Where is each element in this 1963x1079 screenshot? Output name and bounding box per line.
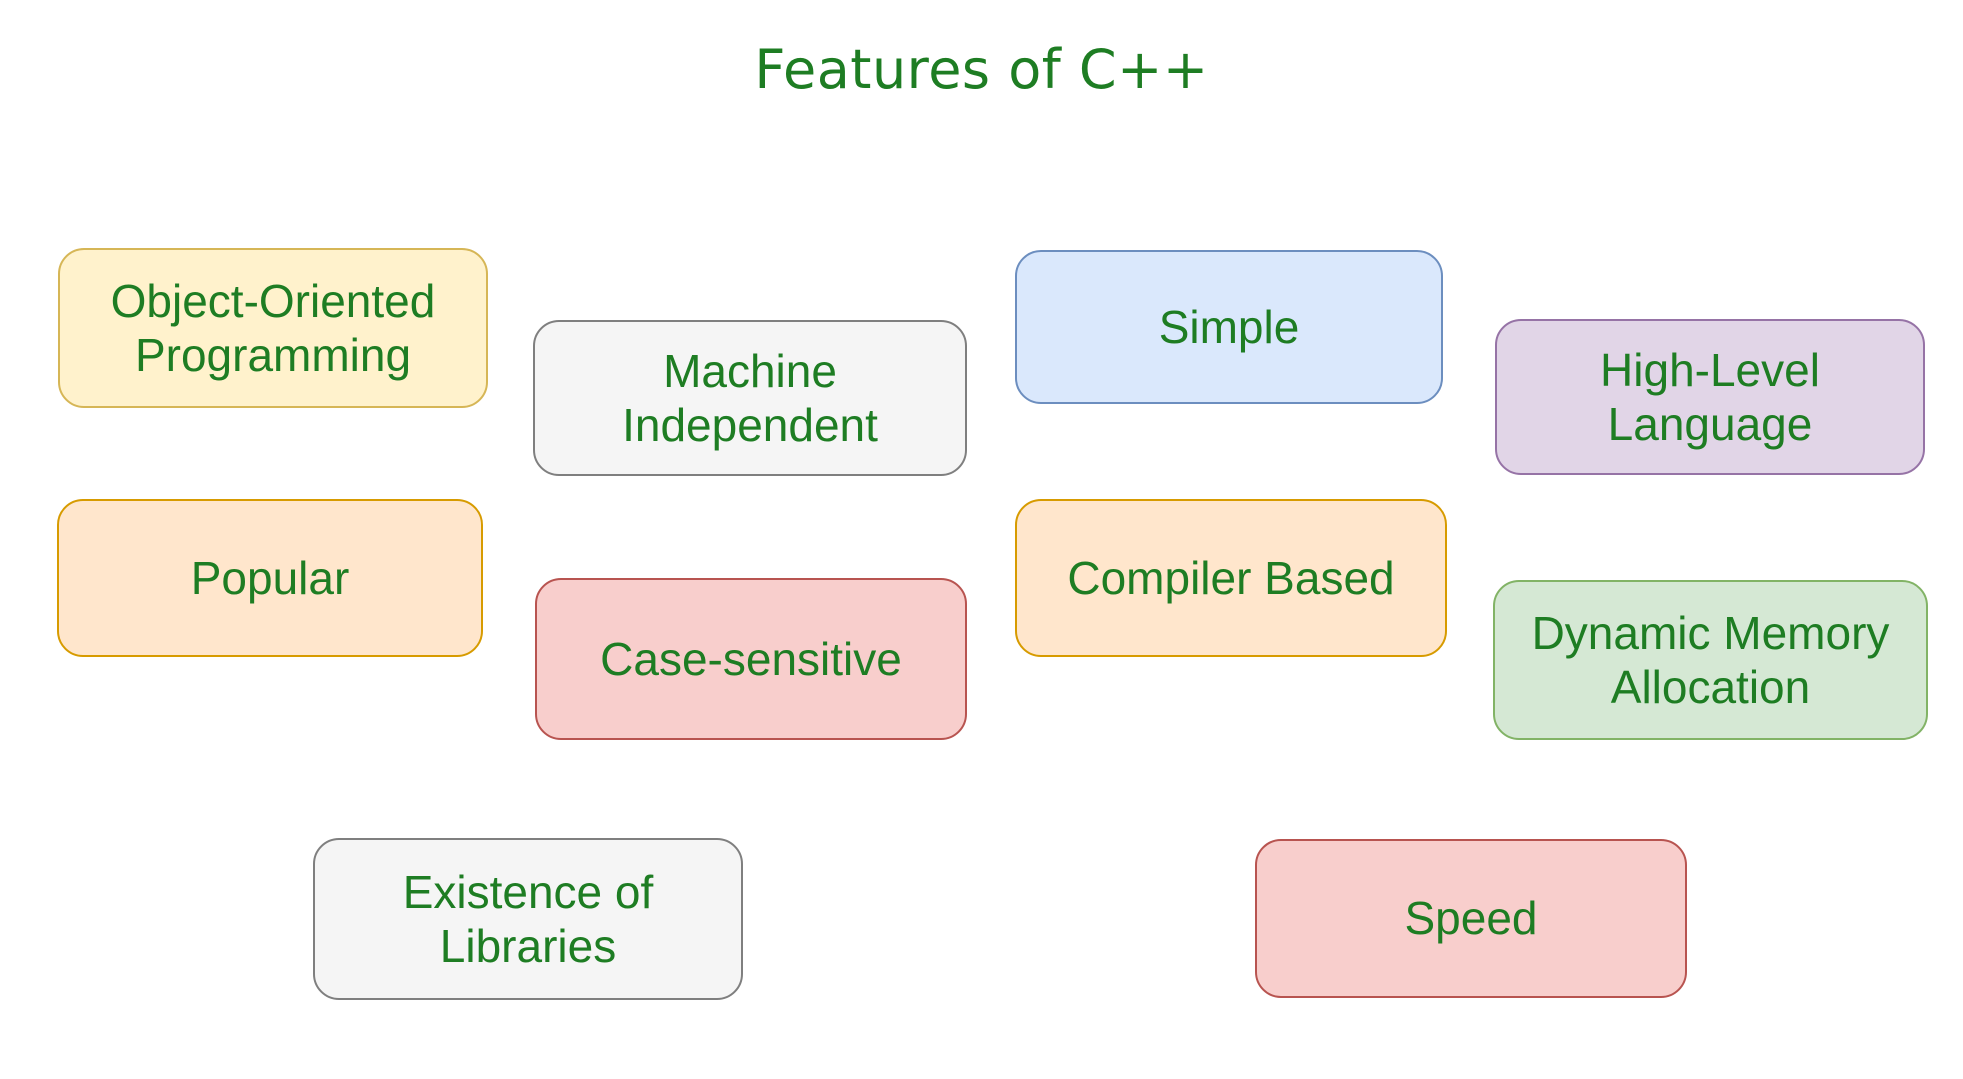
feature-box-label: Compiler Based xyxy=(1067,551,1395,604)
feature-box-speed: Speed xyxy=(1255,839,1687,998)
feature-box-label: Dynamic Memory Allocation xyxy=(1531,606,1890,713)
feature-box-dynamic-memory-allocation: Dynamic Memory Allocation xyxy=(1493,580,1928,740)
feature-box-label: High-Level Language xyxy=(1600,343,1820,450)
feature-box-label: Popular xyxy=(190,551,350,604)
feature-box-label: Case-sensitive xyxy=(600,632,902,685)
feature-box-label: Simple xyxy=(1158,300,1300,353)
feature-box-existence-of-libraries: Existence of Libraries xyxy=(313,838,743,1000)
feature-box-simple: Simple xyxy=(1015,250,1443,404)
feature-box-label: Existence of Libraries xyxy=(402,865,654,972)
feature-box-popular: Popular xyxy=(57,499,483,657)
feature-box-label: Speed xyxy=(1404,892,1538,945)
feature-box-label: Object-Oriented Programming xyxy=(110,274,436,381)
page-title: Features of C++ xyxy=(754,38,1209,101)
feature-box-object-oriented-programming: Object-Oriented Programming xyxy=(58,248,488,408)
feature-box-case-sensitive: Case-sensitive xyxy=(535,578,967,740)
feature-box-label: Machine Independent xyxy=(622,344,878,451)
feature-box-machine-independent: Machine Independent xyxy=(533,320,967,476)
feature-box-compiler-based: Compiler Based xyxy=(1015,499,1447,657)
feature-box-high-level-language: High-Level Language xyxy=(1495,319,1925,475)
